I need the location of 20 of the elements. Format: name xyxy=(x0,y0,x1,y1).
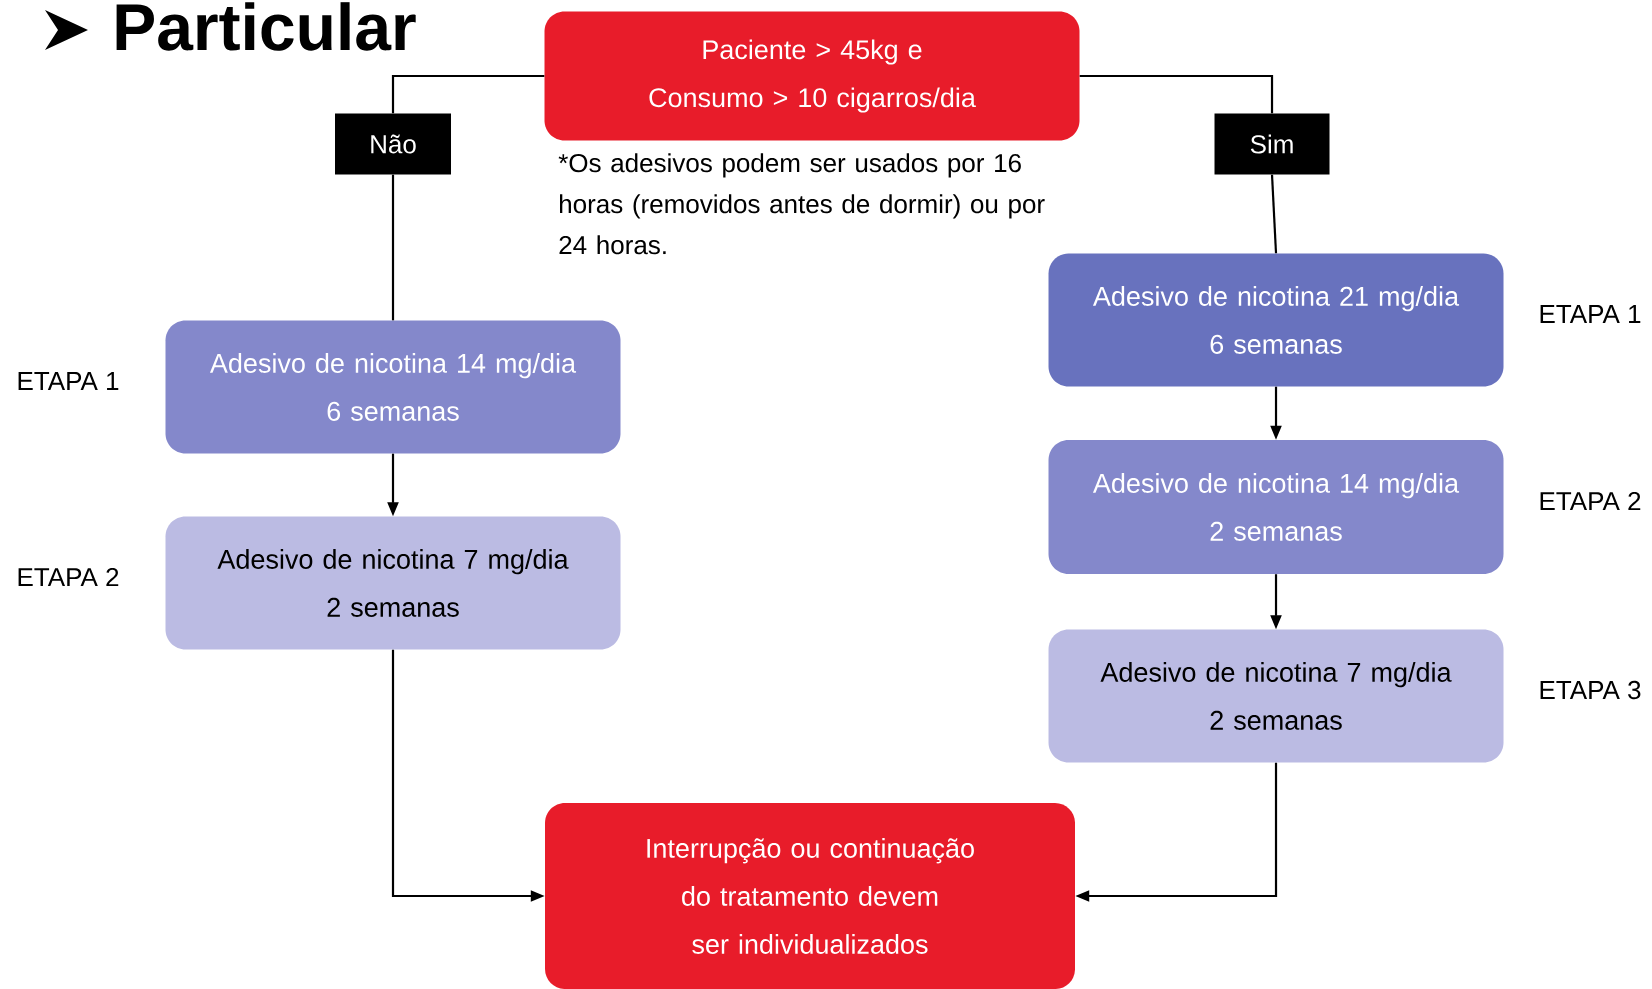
process-box: Adesivo de nicotina 21 mg/dia 6 semanas xyxy=(1048,253,1504,387)
process-box: Adesivo de nicotina 14 mg/dia 2 semanas xyxy=(1048,440,1504,574)
note-text: *Os adesivos podem ser usados por 16 horas (removidos antes de dormir) ou por 24 horas. xyxy=(558,153,1045,255)
answer-tag: Sim xyxy=(1214,113,1330,175)
process-box: Adesivo de nicotina 7 mg/dia 2 semanas xyxy=(1048,629,1504,763)
connector xyxy=(391,74,545,114)
stage-label: ETAPA 3 xyxy=(1540,680,1641,700)
connector xyxy=(1270,174,1278,254)
answer-tag: Não xyxy=(335,113,451,175)
process-box: Adesivo de nicotina 14 mg/dia 6 semanas xyxy=(165,320,621,454)
stage-label: ETAPA 2 xyxy=(18,567,119,587)
process-box: Interrupção ou continuação do tratamento devem ser individualizados xyxy=(545,803,1075,989)
connector xyxy=(391,174,395,321)
stage-label: ETAPA 1 xyxy=(1540,305,1641,323)
stage-label: ETAPA 2 xyxy=(1540,491,1641,511)
decision-box: Paciente > 45kg e Consumo > 10 cigarros/dia xyxy=(544,11,1080,141)
process-box: Adesivo de nicotina 7 mg/dia 2 semanas xyxy=(165,516,621,650)
stage-label: ETAPA 1 xyxy=(18,372,119,390)
title: Particular xyxy=(116,2,416,51)
connector xyxy=(1079,74,1274,114)
